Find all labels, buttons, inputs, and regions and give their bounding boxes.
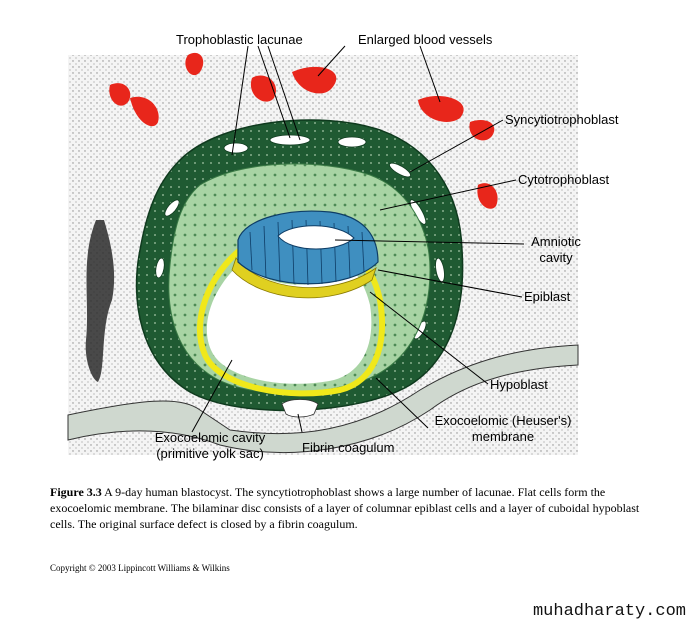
label-syncytiotrophoblast: Syncytiotrophoblast	[505, 112, 619, 127]
copyright-notice: Copyright © 2003 Lippincott Williams & W…	[50, 563, 230, 573]
uterine-gland	[85, 220, 115, 382]
label-amniotic-cavity-line2: cavity	[539, 250, 573, 265]
label-hypoblast: Hypoblast	[490, 377, 548, 392]
label-fibrin-coagulum: Fibrin coagulum	[302, 440, 395, 455]
label-enlarged-blood-vessels: Enlarged blood vessels	[358, 32, 493, 47]
blastocyst-illustration	[67, 45, 579, 455]
caption-text: A 9-day human blastocyst. The syncytiotr…	[50, 485, 640, 531]
figure-number: Figure 3.3	[50, 485, 102, 499]
fibrin-coagulum	[281, 399, 319, 418]
trophoblastic-lacunae	[155, 134, 445, 340]
label-exocoelomic-cavity-line1: Exocoelomic cavity	[154, 430, 266, 445]
exocoelomic-membrane	[196, 247, 386, 397]
label-exocoelomic-cavity-line2: (primitive yolk sac)	[156, 446, 264, 461]
label-exocoelomic-membrane-line1: Exocoelomic (Heuser's)	[434, 413, 572, 428]
watermark: muhadharaty.com	[532, 602, 686, 621]
label-amniotic-cavity: Amniotic cavity	[524, 234, 588, 266]
amniotic-cavity	[277, 225, 355, 250]
label-exocoelomic-membrane: Exocoelomic (Heuser's) membrane	[428, 413, 578, 445]
blastocyst-diagram: Trophoblastic lacunae Enlarged blood ves…	[67, 32, 619, 462]
leader-lines	[191, 45, 525, 433]
label-trophoblastic-lacunae: Trophoblastic lacunae	[176, 32, 303, 47]
label-epiblast: Epiblast	[524, 289, 571, 304]
label-exocoelomic-membrane-line2: membrane	[471, 429, 535, 444]
label-exocoelomic-cavity: Exocoelomic cavity (primitive yolk sac)	[140, 430, 280, 462]
hypoblast-layer	[231, 257, 377, 299]
figure-caption: Figure 3.3 A 9-day human blastocyst. The…	[50, 484, 650, 532]
label-amniotic-cavity-line1: Amniotic	[531, 234, 581, 249]
label-cytotrophoblast: Cytotrophoblast	[518, 172, 610, 187]
